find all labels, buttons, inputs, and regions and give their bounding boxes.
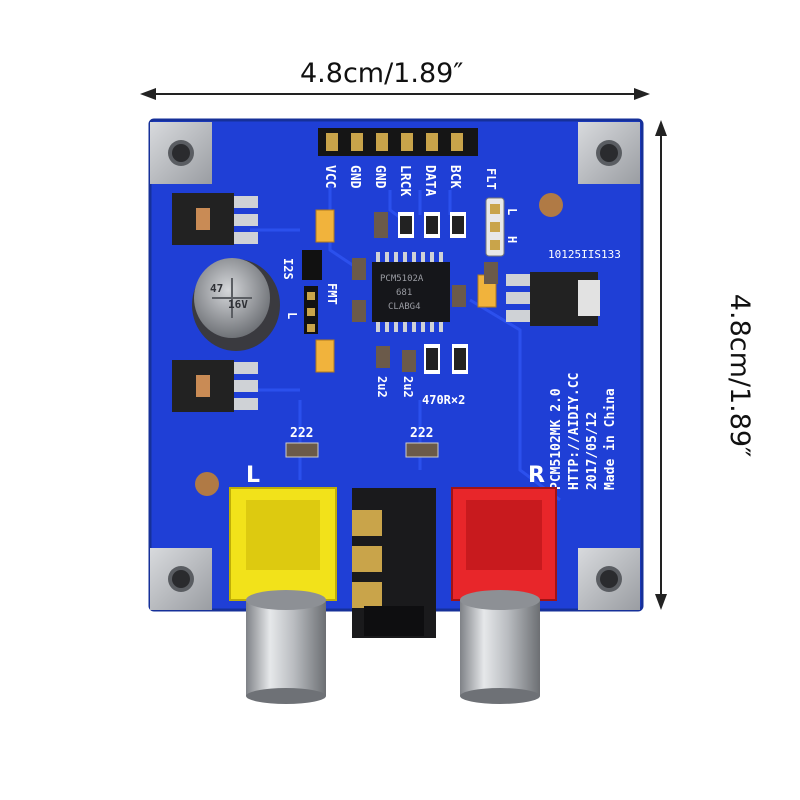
pin-label-gnd: GND: [347, 165, 362, 189]
rca-jack-right: [451, 487, 557, 704]
cap-222-right-label: 222: [410, 426, 433, 441]
flt-label: FLT: [484, 168, 498, 190]
channel-right-label: R: [528, 463, 545, 488]
pin-label-gnd: GND: [372, 165, 387, 189]
mounting-hole-top-left: [150, 122, 212, 184]
capacitor-value: 47: [210, 282, 223, 295]
flt-h-label: H: [505, 236, 519, 243]
voltage-regulator-right: [506, 272, 600, 326]
serial-number: 10125IIS133: [548, 248, 621, 261]
pcm5102a-chip: [372, 252, 450, 332]
flt-l-label: L: [505, 208, 519, 215]
mounting-hole-bottom-left: [150, 548, 212, 610]
height-dimension-arrow: [655, 120, 667, 610]
pin-label-data: DATA: [422, 165, 437, 196]
channel-left-label: L: [246, 463, 260, 488]
cap-222-left-label: 222: [290, 426, 313, 441]
mounting-hole-bottom-right: [578, 548, 640, 610]
headphone-jack: [352, 488, 436, 638]
cap-2u2-label: 2u2: [375, 376, 389, 398]
cap-2u2-label: 2u2: [401, 376, 415, 398]
pin-header: [318, 128, 478, 156]
cap-222-left: [285, 442, 319, 458]
pin-label-bck: BCK: [447, 165, 462, 189]
pcb-traces: [250, 185, 561, 502]
i2s-label: I2S: [281, 258, 295, 280]
fmt-l-label: L: [285, 312, 299, 319]
fmt-label: FMT: [325, 283, 339, 305]
capacitor-voltage: 16V: [228, 298, 248, 311]
i2s-fmt-jumpers: [302, 250, 322, 334]
resistors-470r: [424, 344, 468, 374]
rca-jack-left: [229, 487, 337, 704]
tantalum-cap: [315, 209, 335, 243]
cap-222-right: [405, 442, 439, 458]
chip-batch: CLABG4: [388, 302, 421, 312]
voltage-regulator-bottom: [172, 360, 258, 412]
smd-resistors-top: [374, 212, 466, 238]
width-dimension-label: 4.8cm/1.89″: [300, 58, 464, 89]
pin-label-vcc: VCC: [322, 165, 337, 188]
chip-label: PCM5102A: [380, 274, 424, 284]
smd-capacitors: [352, 258, 498, 372]
flt-jumper: [485, 197, 505, 257]
board-origin: Made in China: [603, 388, 618, 490]
chip-code: 681: [396, 288, 412, 298]
mounting-hole-top-right: [578, 122, 640, 184]
pin-label-lrck: LRCK: [397, 165, 412, 196]
board-date: 2017/05/12: [585, 412, 600, 490]
copper-pad: [539, 193, 563, 217]
voltage-regulator-top: [172, 193, 258, 245]
electrolytic-capacitor: [192, 258, 280, 351]
board-url: HTTP://AIDIY.CC: [567, 373, 582, 490]
copper-pad: [195, 472, 219, 496]
resistor-label: 470R×2: [422, 393, 465, 407]
tantalum-cap: [315, 339, 335, 373]
board-model: PCM5102MK 2.0: [549, 388, 564, 490]
width-dimension-arrow: [140, 88, 650, 100]
